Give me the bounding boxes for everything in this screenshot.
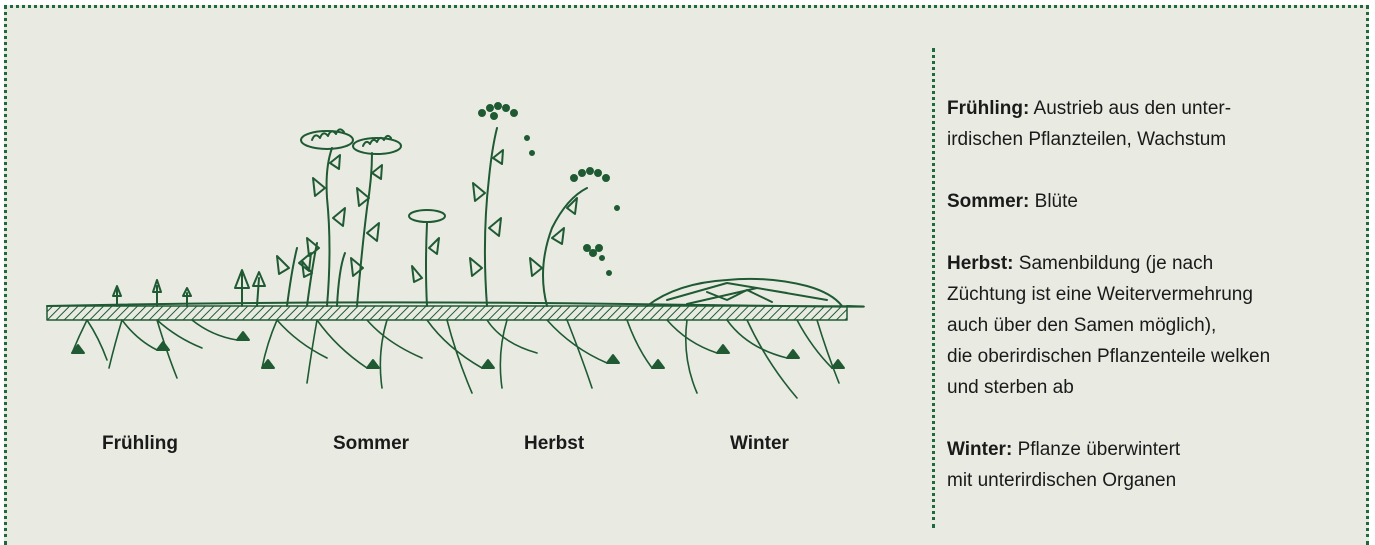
- ground-strip: [47, 306, 847, 320]
- legend-autumn: Herbst: Samenbildung (je nach Züchtung i…: [947, 248, 1357, 403]
- legend-text: und sterben ab: [947, 377, 1074, 398]
- spring-shoots: [113, 270, 265, 306]
- season-label-spring: Frühling: [102, 433, 178, 455]
- legend-text: irdischen Pflanzteilen, Wachstum: [947, 129, 1226, 150]
- summer-stems: [277, 148, 382, 306]
- roots: [72, 320, 839, 398]
- legend-summer: Sommer: Blüte: [947, 186, 1357, 217]
- root-bulbs: [72, 332, 844, 368]
- plant-lifecycle-illustration: [27, 68, 887, 438]
- season-legend: Frühling: Austrieb aus den unter- irdisc…: [947, 93, 1357, 527]
- legend-text: Blüte: [1035, 191, 1078, 212]
- legend-text: Pflanze überwintert: [1018, 439, 1181, 460]
- legend-text: die oberirdischen Pflanzenteile welken: [947, 346, 1270, 367]
- season-label-winter: Winter: [730, 433, 789, 455]
- season-label-autumn: Herbst: [524, 433, 584, 455]
- legend-term: Winter:: [947, 439, 1012, 460]
- legend-spring: Frühling: Austrieb aus den unter- irdisc…: [947, 93, 1357, 155]
- autumn-stems: [412, 128, 587, 306]
- winter-mound: [647, 279, 842, 306]
- legend-term: Frühling:: [947, 98, 1029, 119]
- summer-flowers: [301, 129, 445, 222]
- legend-winter: Winter: Pflanze überwintert mit unterird…: [947, 434, 1357, 496]
- legend-term: Sommer:: [947, 191, 1029, 212]
- season-label-summer: Sommer: [333, 433, 409, 455]
- seed-heads: [479, 103, 619, 275]
- legend-text: auch über den Samen möglich),: [947, 315, 1216, 336]
- legend-text: mit unterirdischen Organen: [947, 470, 1176, 491]
- dotted-divider: [932, 48, 935, 528]
- legend-term: Herbst:: [947, 253, 1014, 274]
- legend-text: Samenbildung (je nach: [1019, 253, 1213, 274]
- legend-text: Züchtung ist eine Weitervermehrung: [947, 284, 1253, 305]
- diagram-frame: Frühling Sommer Herbst Winter Frühling: …: [4, 5, 1369, 545]
- legend-text: Austrieb aus den unter-: [1034, 98, 1232, 119]
